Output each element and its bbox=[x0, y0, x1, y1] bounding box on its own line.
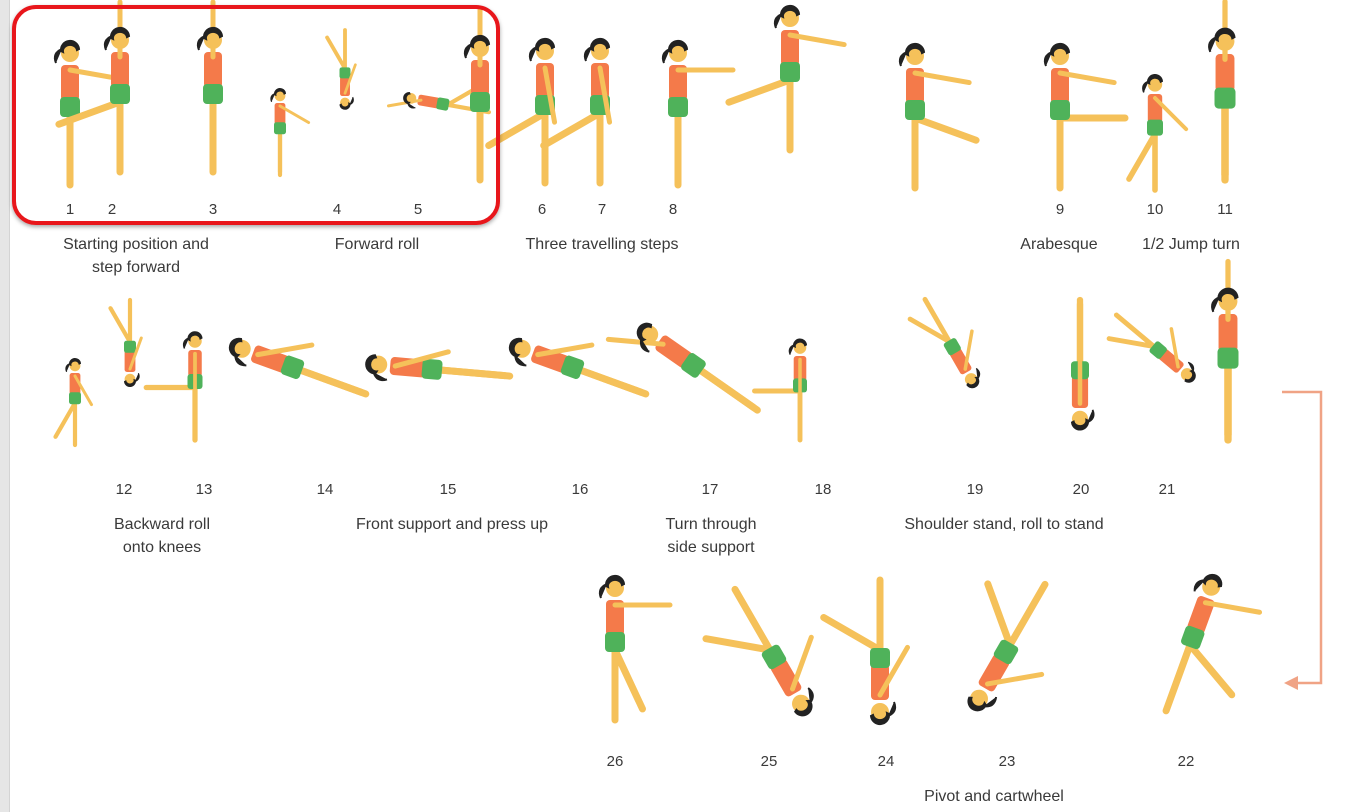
gymnast-figure bbox=[605, 322, 761, 414]
caption: Turn through bbox=[665, 516, 757, 533]
step-number: 13 bbox=[195, 481, 213, 498]
highlight-box bbox=[12, 5, 500, 225]
caption: side support bbox=[667, 539, 755, 556]
gymnast-figure bbox=[702, 585, 814, 717]
step-number: 19 bbox=[966, 481, 984, 498]
gymnast-figure bbox=[365, 349, 514, 382]
gymnast-figure bbox=[270, 87, 311, 178]
step-number: 14 bbox=[316, 481, 334, 498]
gymnast-figure bbox=[1126, 73, 1189, 193]
gymnast-figure bbox=[53, 40, 127, 189]
gymnast-figure bbox=[55, 0, 131, 176]
gymnast-figure bbox=[508, 337, 650, 398]
step-number: 12 bbox=[115, 481, 133, 498]
gymnast-figure bbox=[725, 5, 847, 154]
gymnast-figure bbox=[967, 580, 1049, 712]
caption: Arabesque bbox=[1020, 236, 1098, 253]
caption: Three travelling steps bbox=[525, 236, 679, 253]
step-number: 22 bbox=[1177, 753, 1195, 770]
flow-arrow bbox=[1282, 390, 1323, 685]
gymnast-figure bbox=[907, 296, 981, 389]
gymnast-figure bbox=[196, 0, 224, 176]
caption: Front support and press up bbox=[355, 516, 549, 533]
step-number: 20 bbox=[1072, 481, 1090, 498]
gymnast-figure bbox=[898, 43, 980, 192]
step-number: 18 bbox=[814, 481, 832, 498]
gymnast-figure bbox=[143, 331, 203, 443]
gymnast-figure bbox=[1208, 0, 1236, 184]
step-number: 10 bbox=[1146, 201, 1164, 218]
gymnast-figure bbox=[752, 338, 808, 443]
step-number: 24 bbox=[877, 753, 895, 770]
caption: Pivot and cartwheel bbox=[924, 788, 1064, 805]
step-number: 1 bbox=[65, 201, 75, 218]
caption: onto knees bbox=[122, 539, 202, 556]
window-edge bbox=[0, 0, 10, 812]
gymnast-figure bbox=[1211, 258, 1239, 444]
gymnast-figure bbox=[598, 575, 673, 724]
gymnast-figure bbox=[108, 297, 143, 388]
step-number: 5 bbox=[413, 201, 423, 218]
step-number: 16 bbox=[571, 481, 589, 498]
step-number: 15 bbox=[439, 481, 457, 498]
caption: Backward roll bbox=[113, 516, 211, 533]
gymnast-figure bbox=[53, 357, 94, 448]
gymnast-figure bbox=[820, 576, 910, 725]
gymnast-figure bbox=[1106, 312, 1196, 383]
step-number: 25 bbox=[760, 753, 778, 770]
step-number: 9 bbox=[1055, 201, 1065, 218]
gymnast-figure bbox=[540, 38, 613, 187]
gymnast-figure bbox=[1043, 43, 1129, 192]
step-number: 4 bbox=[332, 201, 342, 218]
step-number: 23 bbox=[998, 753, 1016, 770]
step-number: 8 bbox=[668, 201, 678, 218]
step-number: 21 bbox=[1158, 481, 1176, 498]
step-number: 26 bbox=[606, 753, 624, 770]
caption: Shoulder stand, roll to stand bbox=[904, 516, 1104, 533]
gymnast-figure bbox=[325, 28, 357, 110]
gymnast-figure bbox=[386, 83, 492, 115]
step-number: 11 bbox=[1217, 201, 1233, 218]
step-number: 2 bbox=[107, 201, 117, 218]
gymnast-figure bbox=[1162, 573, 1263, 715]
gymnast-figure bbox=[228, 337, 370, 398]
caption: 1/2 Jump turn bbox=[1142, 236, 1240, 253]
caption: step forward bbox=[91, 259, 181, 276]
gymnast-figure bbox=[463, 7, 491, 184]
gymnast-figure bbox=[1070, 296, 1095, 431]
caption: Starting position and bbox=[63, 236, 209, 253]
step-number: 3 bbox=[208, 201, 218, 218]
arrowhead-icon bbox=[1284, 676, 1298, 690]
step-number: 7 bbox=[597, 201, 607, 218]
gymnast-figure bbox=[661, 40, 736, 189]
step-number: 6 bbox=[537, 201, 547, 218]
caption: Forward roll bbox=[334, 236, 420, 253]
step-number: 17 bbox=[701, 481, 719, 498]
